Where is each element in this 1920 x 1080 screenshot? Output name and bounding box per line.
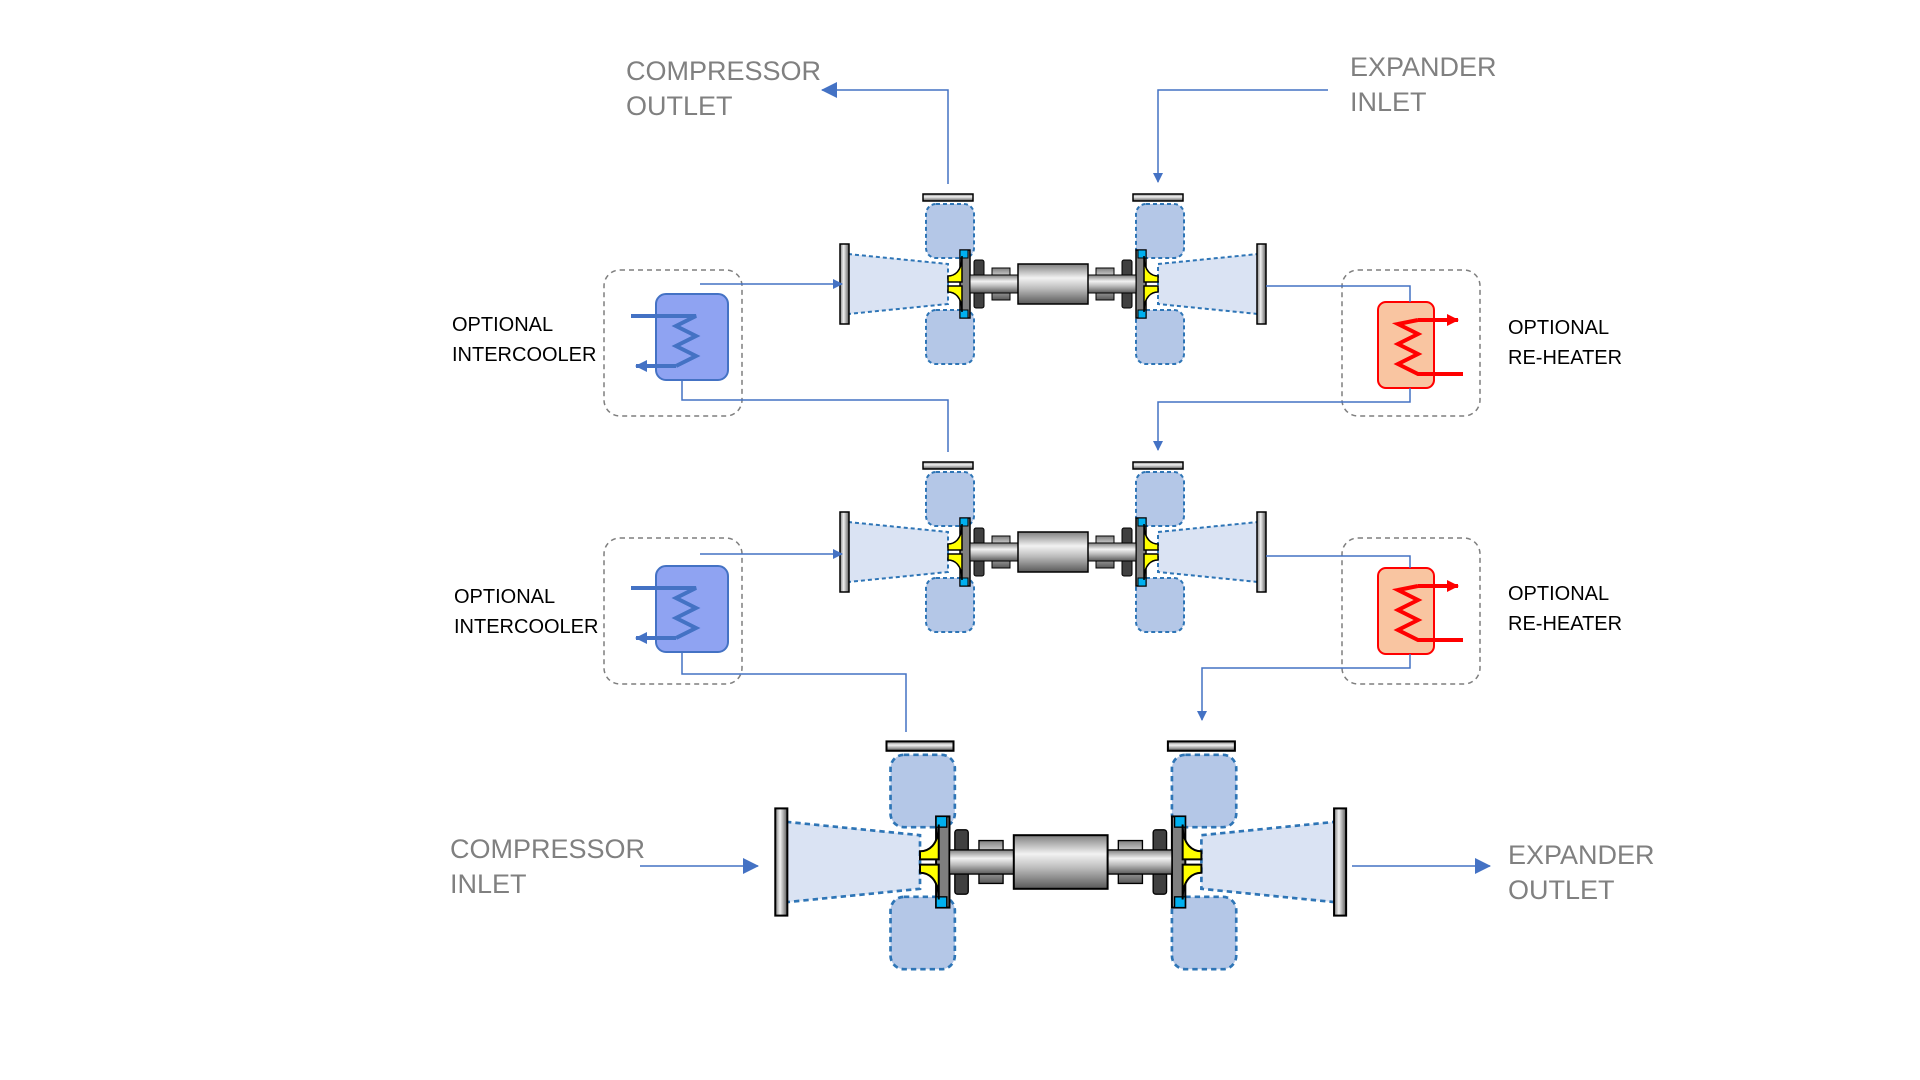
stage-2-turbomachine: [839, 461, 1267, 633]
expander-inlet-label: EXPANDER INLET: [1350, 52, 1504, 117]
expander-inlet-line: [1153, 89, 1328, 183]
reheater-1-label: OPTIONAL RE-HEATER: [1508, 317, 1622, 369]
reheater-1-box: [1341, 269, 1481, 417]
reheater-2-label: OPTIONAL RE-HEATER: [1508, 583, 1622, 635]
stage-2-to-reheater-2: [1266, 555, 1411, 568]
stage-3-to-intercooler-2: [681, 652, 907, 732]
reheater-1-to-stage-2: [1153, 388, 1411, 451]
expander-outlet-label: EXPANDER OUTLET: [1508, 840, 1662, 905]
reheater-1-icon: [1378, 302, 1463, 388]
intercooler-1-icon: [631, 294, 728, 380]
intercooler-2-icon: [631, 566, 728, 652]
compressor-inlet-label: COMPRESSOR INLET: [450, 834, 653, 899]
compressor-outlet-label: COMPRESSOR OUTLET: [626, 56, 829, 121]
reheater-2-to-stage-3: [1197, 654, 1411, 721]
reheater-2-box: [1341, 537, 1481, 685]
compressor-outlet-line: [821, 82, 949, 184]
stage-3-turbomachine: [773, 740, 1348, 971]
intercooler-2-box: [603, 537, 743, 685]
flow-lines: [640, 82, 1491, 874]
stage-1-to-reheater-1: [1266, 285, 1411, 302]
reheater-2-icon: [1378, 568, 1463, 654]
stage-1-turbomachine: [839, 193, 1267, 365]
stage-2-to-intercooler-1: [681, 380, 949, 452]
intercooler-1-label: OPTIONAL INTERCOOLER: [452, 314, 596, 366]
intercooler-2-label: OPTIONAL INTERCOOLER: [454, 586, 598, 638]
intercooler-1-box: [603, 269, 743, 417]
